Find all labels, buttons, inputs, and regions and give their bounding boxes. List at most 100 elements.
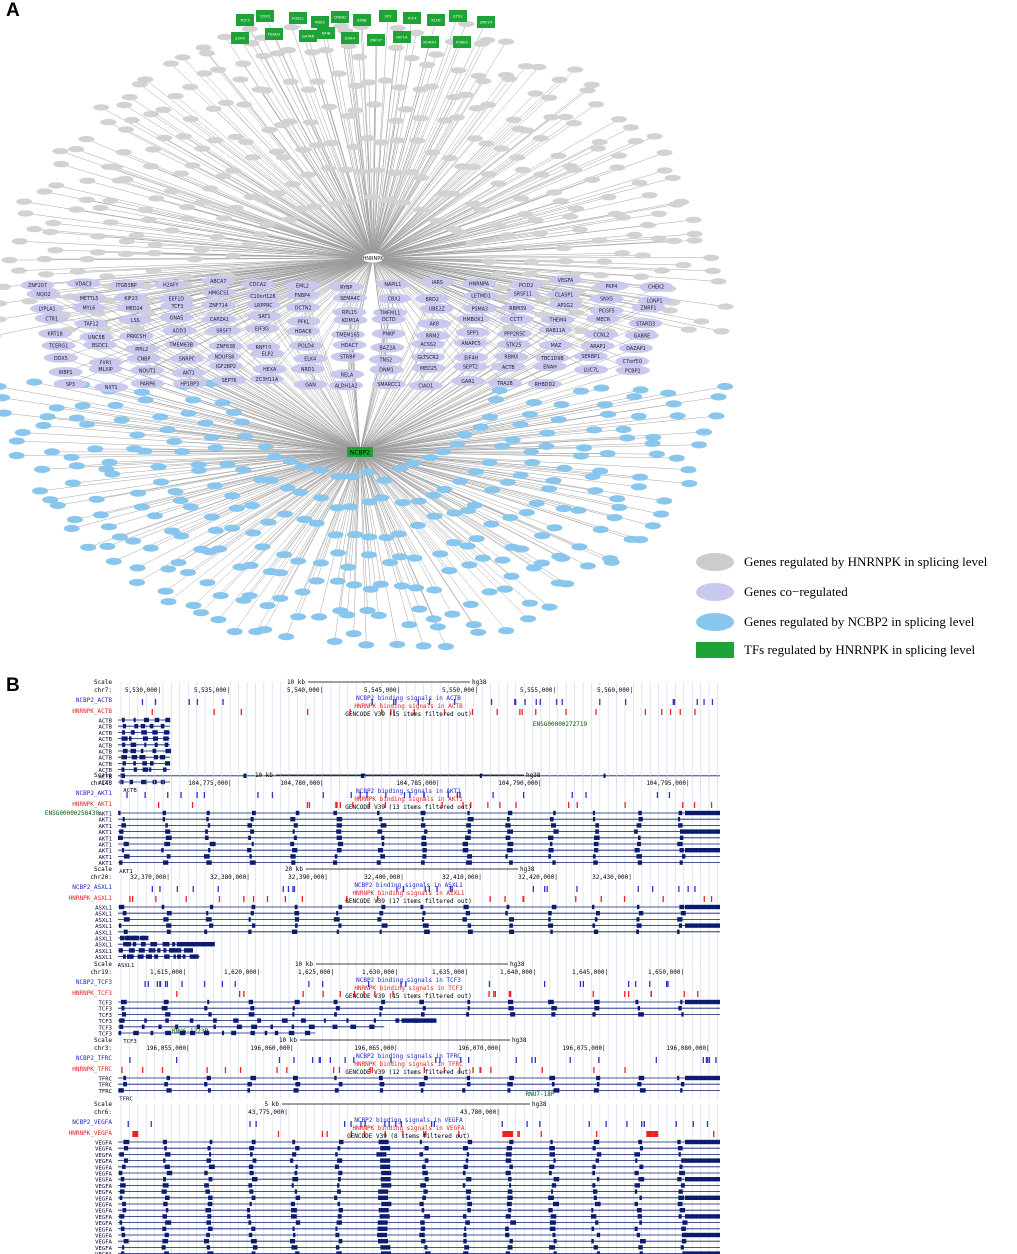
exon-block (130, 730, 135, 735)
exon-block (336, 1220, 342, 1225)
coregulated-node (368, 354, 403, 365)
coregulated-node-label: HMBOX1 (463, 317, 484, 323)
exon-block (338, 1208, 343, 1213)
coregulated-node-label: RNF10 (256, 345, 272, 351)
gene-node-ncbp2 (449, 440, 466, 448)
gencode-label: GENCODE V39 (13 items filtered out) (345, 804, 471, 811)
coregulated-node-label: SRSF11 (514, 292, 532, 298)
gene-node-hnrnpk (302, 119, 319, 126)
exon-block (177, 954, 182, 959)
exon-block (636, 929, 639, 934)
gene-node-ncbp2 (372, 580, 389, 588)
ncbp2-signal (180, 792, 182, 798)
gene-node-ncbp2 (512, 471, 529, 479)
tf-node (421, 36, 439, 48)
gene-symbol-label: TFRC (119, 1097, 132, 1103)
edge (359, 443, 458, 453)
exon-block (551, 1189, 553, 1194)
gene-node-hnrnpk (244, 154, 261, 161)
exon-block (505, 823, 511, 828)
gene-node-ncbp2 (8, 452, 25, 460)
coregulated-node (20, 280, 55, 291)
coregulated-node (456, 313, 491, 324)
coordinate-label: 32,400,000| (364, 874, 404, 881)
coregulated-node-label: UNC5B (88, 335, 105, 341)
gene-node-ncbp2 (593, 384, 610, 392)
hnrnpk-signal (502, 1131, 509, 1137)
coordinate-label: 104,785,000| (396, 780, 439, 787)
gene-node-ncbp2 (359, 606, 376, 615)
exon-block (377, 917, 382, 922)
gene-node-hnrnpk (333, 22, 350, 30)
exon-block (120, 1183, 126, 1188)
tf-node (231, 32, 249, 44)
gene-node-ncbp2 (611, 503, 628, 511)
gene-node-ncbp2 (346, 581, 363, 589)
transcript-label: AKT1 (99, 855, 112, 861)
hnrnpk-signal (374, 991, 376, 997)
edge (359, 300, 655, 453)
tf-node-label: FOSL1 (292, 16, 305, 21)
gene-node-ncbp2 (272, 594, 289, 602)
scale-label: Scale (94, 772, 112, 779)
ncbp2-track-label: NCBP2_ACTB (76, 697, 113, 704)
gene-node-hnrnpk (300, 86, 317, 93)
hnrnpk-signal (129, 896, 131, 902)
exon-block (204, 1183, 209, 1188)
hnrnpk-signal (384, 1131, 386, 1137)
exon-block (248, 1220, 252, 1225)
gencode-label: GENCODE V39 (17 items filtered out) (345, 898, 471, 905)
coregulated-node-label: DAZAP1 (626, 346, 645, 352)
exon-block (376, 860, 381, 865)
transcript-label: AKT1 (99, 849, 112, 855)
exon-block (121, 848, 125, 853)
exon-block (189, 1018, 194, 1023)
ncbp2-signal (350, 1121, 352, 1127)
exon-block (122, 748, 128, 754)
exon-block (636, 917, 640, 922)
gene-node-hnrnpk (36, 188, 53, 195)
gene-node-ncbp2 (467, 468, 484, 476)
coregulated-node-label: NOUT1 (139, 368, 156, 374)
ncbp2-signal (571, 792, 573, 798)
exon-block (175, 1024, 179, 1029)
edge (359, 451, 521, 476)
ncbp2-signal (353, 1057, 355, 1063)
hnrnpk-track-title: HNRNPK binding signals in AKT1 (354, 796, 463, 803)
scale-text: 5 kb (265, 1101, 280, 1108)
gene-node-ncbp2 (623, 535, 640, 543)
exon-block (551, 904, 557, 910)
exon-block (592, 817, 596, 822)
gene-node-hnrnpk (351, 53, 368, 61)
gene-node-ncbp2 (126, 445, 143, 453)
edge (269, 257, 374, 370)
coregulated-node (201, 299, 236, 310)
exon-block (681, 1158, 686, 1163)
ncbp2-signal (181, 981, 183, 987)
gene-node-hnrnpk (458, 20, 475, 28)
exon-block (463, 1214, 467, 1219)
coregulated-node (464, 290, 498, 301)
exon-block (424, 1158, 429, 1163)
exon-block (680, 999, 683, 1005)
exon-block (593, 1195, 597, 1200)
coregulated-node (162, 325, 197, 336)
exon-block (209, 1139, 213, 1145)
exon-block (130, 748, 136, 754)
gene-node-hnrnpk (68, 206, 85, 213)
gene-node-ncbp2 (401, 621, 418, 629)
exon-block (680, 1082, 685, 1087)
gene-node-hnrnpk (693, 318, 710, 325)
edge (335, 451, 361, 535)
extra-gene-label: ENSG00000258430 (45, 810, 100, 817)
coregulated-node-label: CDCA2 (249, 282, 266, 288)
gene-node-ncbp2 (644, 439, 661, 447)
exon-block (505, 1226, 509, 1231)
transcript-label: VEGFA (95, 1227, 112, 1233)
ncbp2-signal (599, 699, 601, 705)
coregulated-node (372, 379, 406, 390)
edge (353, 451, 361, 585)
edge (359, 357, 429, 453)
gene-node-hnrnpk (340, 42, 357, 50)
exon-block (467, 923, 472, 928)
